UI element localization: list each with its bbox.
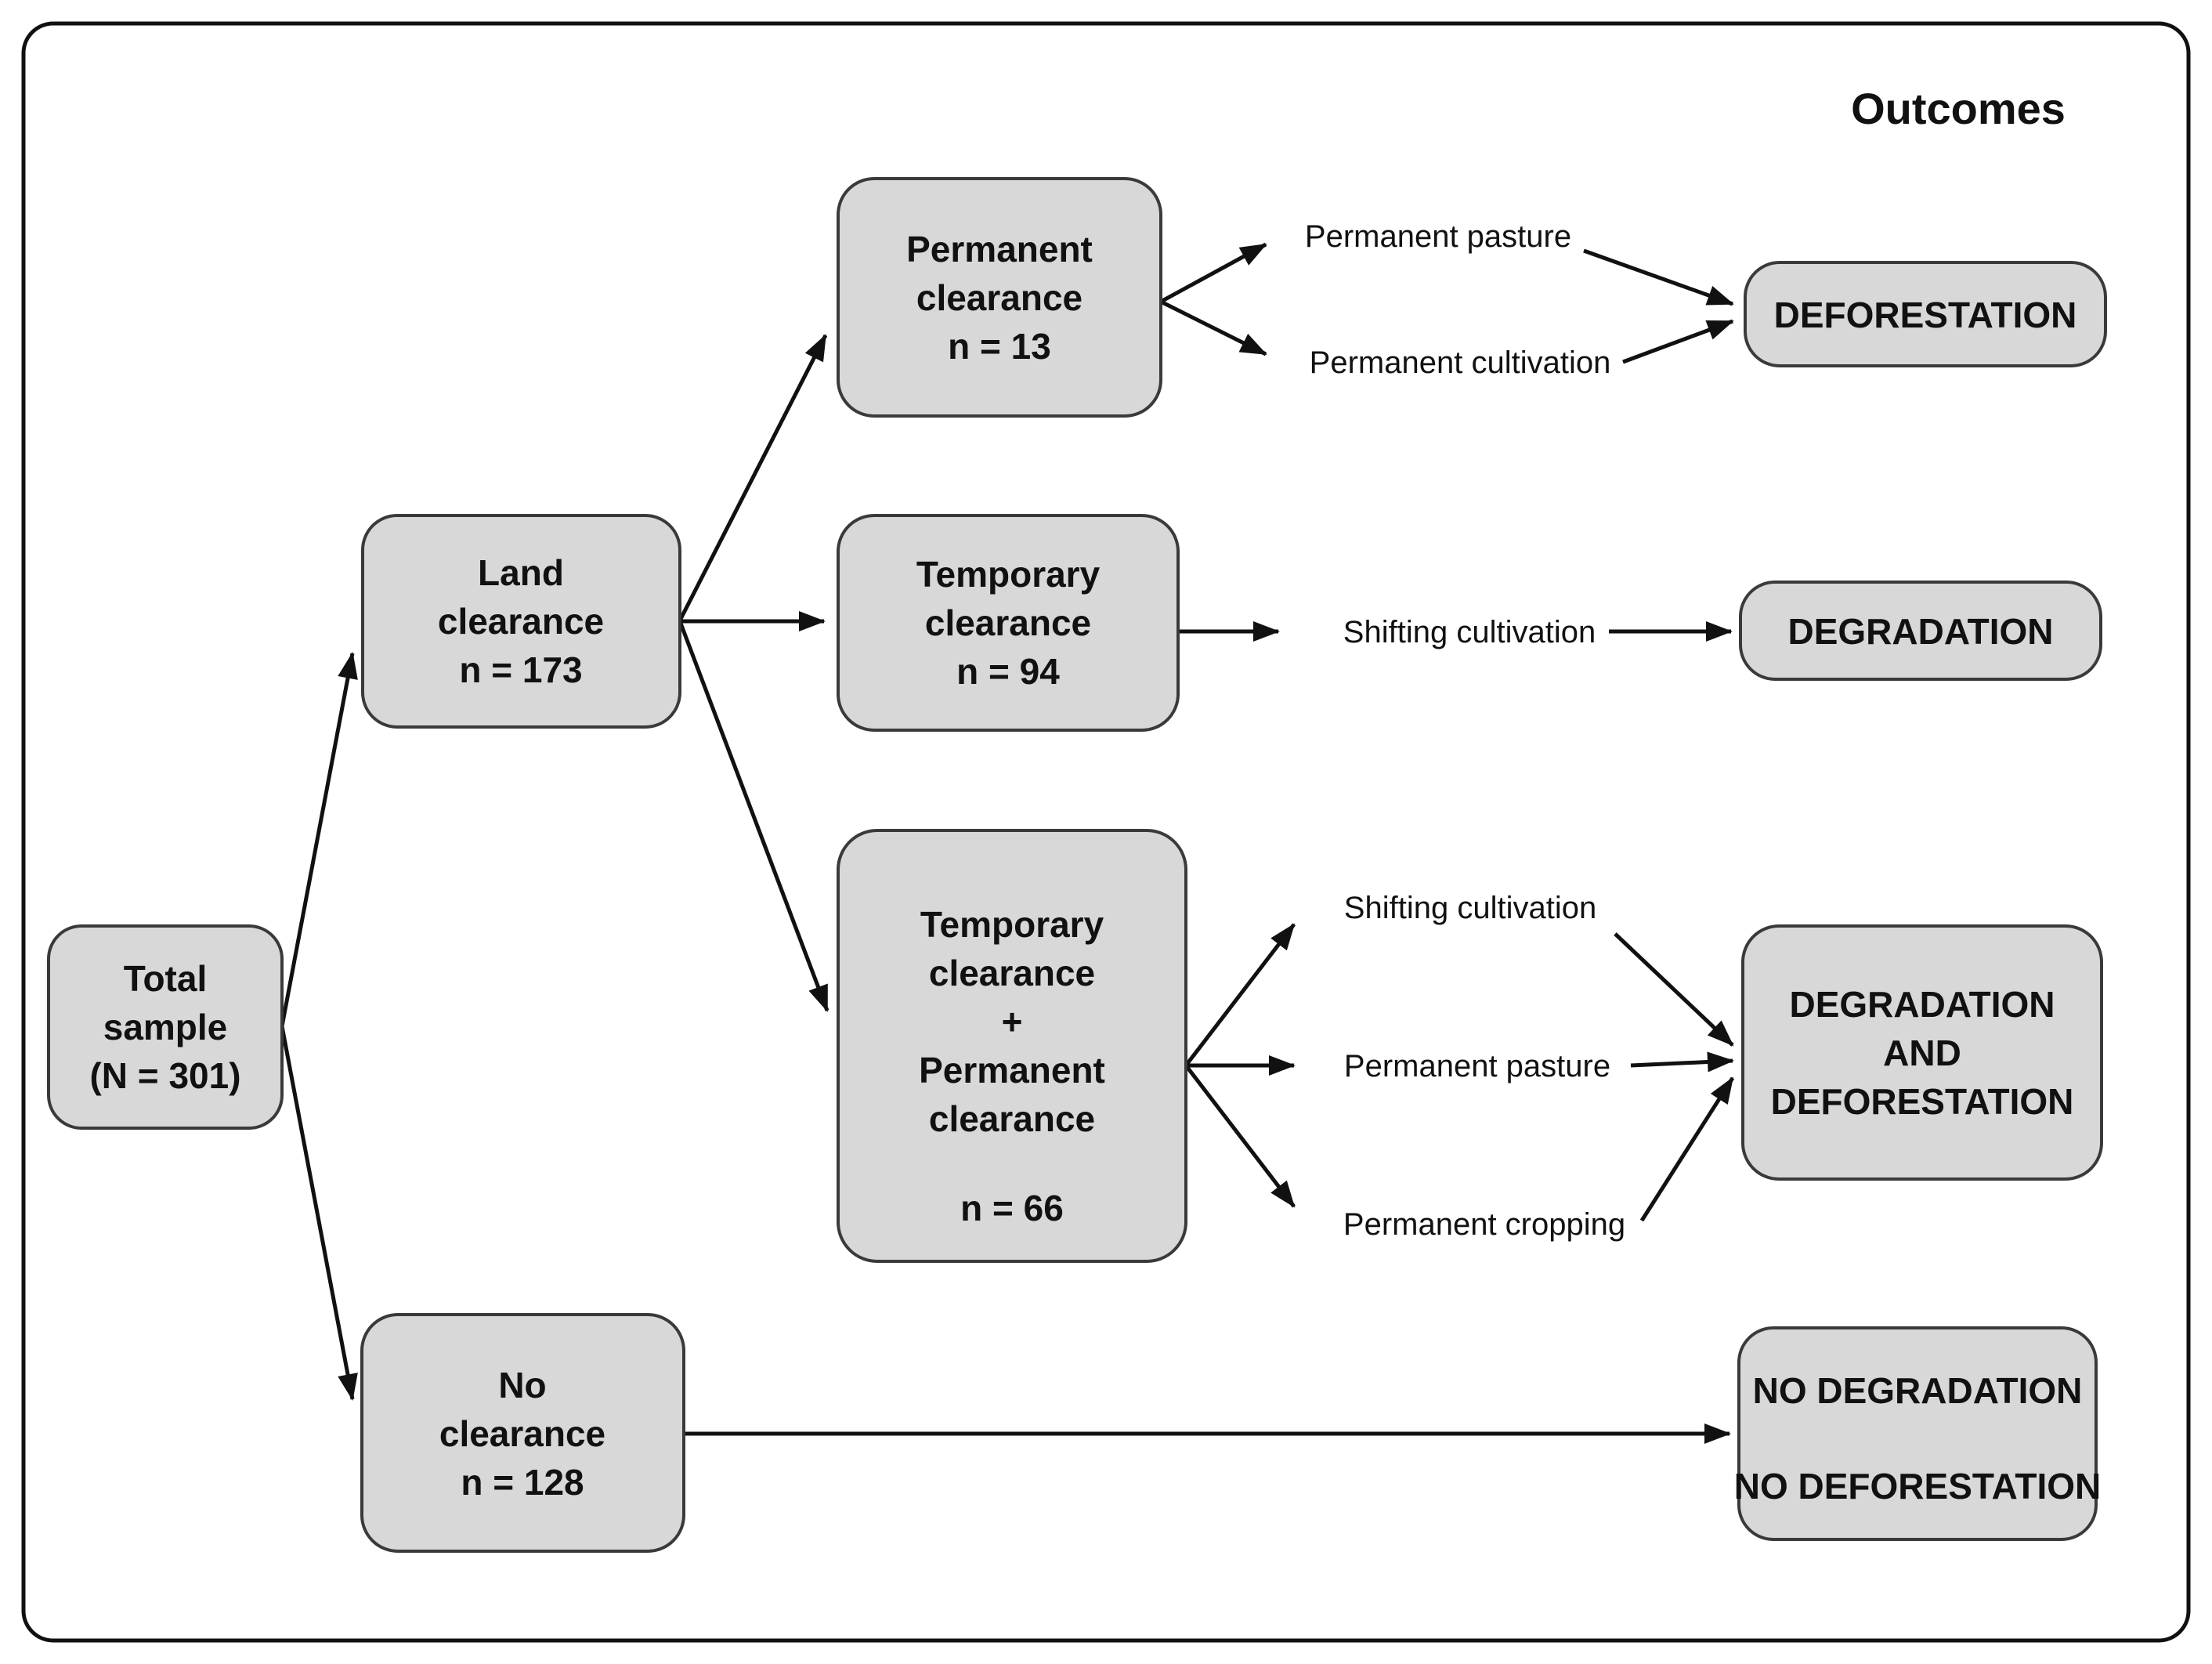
node-deforestation-label: DEFORESTATION	[1774, 295, 2077, 335]
arrow-permclear-to-pasture-label	[1159, 242, 1267, 304]
node-permanent-clearance-line1: Permanent	[906, 229, 1093, 269]
arrow-total-to-land-clearance	[280, 652, 358, 1027]
edge-label-permanent-cultivation: Permanent cultivation	[1310, 345, 1611, 380]
arrow-permclear-to-cultivation-label	[1159, 299, 1267, 356]
arrow-total-to-no-clearance	[280, 1026, 358, 1401]
edge-label-permanent-pasture-lower: Permanent pasture	[1344, 1049, 1610, 1083]
arrow-cropping-to-degdef	[1639, 1076, 1735, 1222]
edge-label-permanent-pasture-top: Permanent pasture	[1305, 219, 1571, 254]
node-temporary-clearance-line1: Temporary	[916, 554, 1101, 595]
node-total-sample-line3: (N = 301)	[89, 1055, 240, 1096]
node-temp-perm-line6: n = 66	[960, 1188, 1064, 1228]
node-temporary-clearance-line3: n = 94	[956, 651, 1060, 692]
node-land-clearance-line1: Land	[478, 552, 564, 593]
arrow-land-to-temp-perm-clearance	[678, 620, 830, 1012]
node-no-degradation-no-deforestation: NO DEGRADATION NO DEFORESTATION	[1734, 1326, 2102, 1541]
node-degdef-line2: AND	[1883, 1033, 1961, 1073]
arrow-land-to-permanent-clearance	[678, 334, 828, 622]
arrow-shifting-to-degdef	[1614, 932, 1734, 1047]
node-nodeg-line2: NO DEFORESTATION	[1734, 1466, 2102, 1507]
node-degdef-line1: DEGRADATION	[1789, 984, 2055, 1025]
node-permanent-clearance: Permanent clearance n = 13	[837, 177, 1162, 418]
node-land-clearance-line3: n = 173	[459, 649, 582, 690]
node-degradation-and-deforestation: DEGRADATION AND DEFORESTATION	[1741, 924, 2103, 1181]
node-temp-perm-line4: Permanent	[919, 1050, 1105, 1091]
arrow-pasture-to-degdef	[1630, 1051, 1734, 1073]
node-temporary-clearance-line2: clearance	[925, 602, 1091, 643]
node-temp-perm-line2: clearance	[929, 953, 1095, 993]
node-temp-perm-line1: Temporary	[920, 904, 1104, 945]
node-nodeg-line1: NO DEGRADATION	[1753, 1370, 2083, 1411]
node-degradation: DEGRADATION	[1739, 581, 2102, 681]
node-total-sample-line1: Total	[124, 958, 207, 999]
node-no-clearance-line2: clearance	[439, 1413, 605, 1454]
node-permanent-clearance-line2: clearance	[916, 277, 1083, 318]
node-permanent-clearance-line3: n = 13	[948, 326, 1051, 367]
arrow-tempperm-to-cropping-label	[1184, 1064, 1296, 1208]
node-land-clearance-line2: clearance	[438, 601, 604, 642]
node-land-clearance: Land clearance n = 173	[361, 514, 681, 729]
arrow-pasture-to-deforestation	[1583, 248, 1734, 306]
edge-label-permanent-cropping: Permanent cropping	[1343, 1207, 1625, 1242]
node-temporary-clearance: Temporary clearance n = 94	[837, 514, 1180, 732]
node-temp-perm-line5: clearance	[929, 1098, 1095, 1139]
node-deforestation: DEFORESTATION	[1744, 261, 2107, 367]
node-total-sample-line2: sample	[103, 1007, 228, 1047]
figure-border	[21, 21, 2191, 1643]
node-temp-perm-line3: +	[1002, 1001, 1023, 1042]
edge-label-shifting-cultivation-mid: Shifting cultivation	[1343, 615, 1596, 649]
node-degdef-line3: DEFORESTATION	[1771, 1081, 2074, 1122]
node-no-clearance-line1: No	[498, 1365, 546, 1405]
arrow-tempperm-to-shifting-label	[1184, 923, 1296, 1067]
arrow-cultivation-to-deforestation	[1622, 319, 1734, 364]
node-no-clearance: No clearance n = 128	[360, 1313, 685, 1553]
node-no-clearance-line3: n = 128	[461, 1462, 584, 1503]
outcomes-title: Outcomes	[1851, 84, 2066, 133]
node-total-sample: Total sample (N = 301)	[47, 924, 284, 1130]
node-temp-perm-clearance: Temporary clearance + Permanent clearanc…	[837, 829, 1187, 1263]
node-degradation-label: DEGRADATION	[1787, 611, 2053, 652]
edge-label-shifting-cultivation-lower: Shifting cultivation	[1344, 891, 1596, 925]
